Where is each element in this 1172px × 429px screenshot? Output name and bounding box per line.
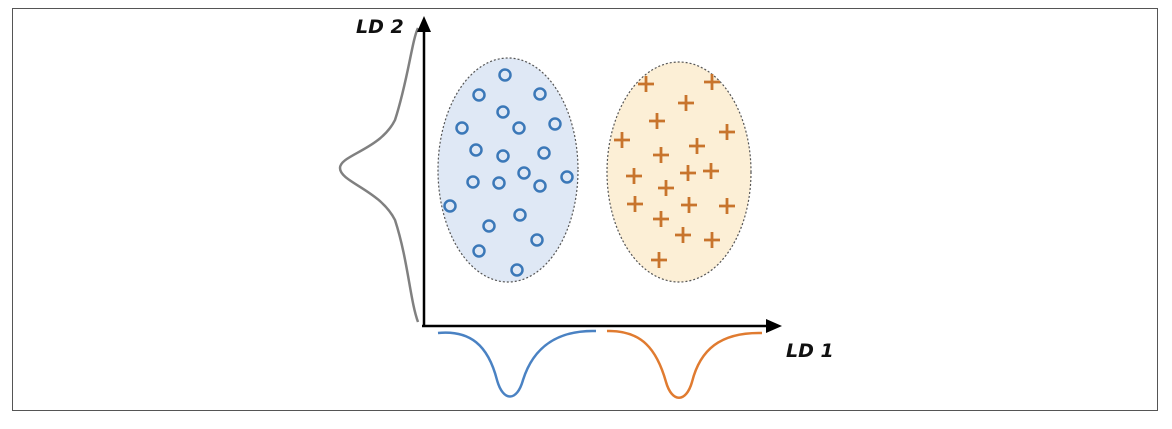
class2-ellipse bbox=[606, 61, 752, 283]
class1-ellipse bbox=[437, 57, 579, 283]
plus-marker-icon bbox=[649, 113, 665, 129]
circle-marker-icon bbox=[496, 105, 510, 119]
plus-marker-icon bbox=[719, 124, 735, 140]
circle-marker-icon bbox=[560, 170, 574, 184]
plus-marker-icon bbox=[653, 211, 669, 227]
plus-marker-icon bbox=[638, 76, 654, 92]
circle-marker-icon bbox=[492, 176, 506, 190]
x-axis-label: LD 1 bbox=[786, 340, 834, 362]
plus-marker-icon bbox=[675, 227, 691, 243]
circle-marker-icon bbox=[498, 68, 512, 82]
y-axis-label: LD 2 bbox=[356, 16, 404, 38]
plus-marker-icon bbox=[658, 180, 674, 196]
x-axis-arrow-icon bbox=[766, 319, 782, 333]
ld1-projection-curve-class2 bbox=[606, 329, 763, 399]
circle-marker-icon bbox=[482, 219, 496, 233]
class1-points bbox=[443, 68, 574, 277]
plus-marker-icon bbox=[626, 168, 642, 184]
y-axis-arrow-icon bbox=[417, 16, 431, 32]
plus-marker-icon bbox=[704, 74, 720, 90]
plus-marker-icon bbox=[651, 252, 667, 268]
circle-marker-icon bbox=[472, 244, 486, 258]
circle-marker-icon bbox=[472, 88, 486, 102]
circle-marker-icon bbox=[513, 208, 527, 222]
circle-marker-icon bbox=[517, 166, 531, 180]
plus-marker-icon bbox=[680, 165, 696, 181]
circle-marker-icon bbox=[512, 121, 526, 135]
circle-marker-icon bbox=[533, 87, 547, 101]
circle-marker-icon bbox=[537, 146, 551, 160]
circle-marker-icon bbox=[443, 199, 457, 213]
class2-points bbox=[614, 74, 735, 268]
plus-marker-icon bbox=[719, 198, 735, 214]
plus-marker-icon bbox=[678, 95, 694, 111]
plus-marker-icon bbox=[704, 232, 720, 248]
diagram-frame bbox=[12, 8, 1158, 411]
circle-marker-icon bbox=[510, 263, 524, 277]
circle-marker-icon bbox=[455, 121, 469, 135]
plus-marker-icon bbox=[703, 163, 719, 179]
circle-marker-icon bbox=[548, 117, 562, 131]
ld1-projection-curve-class1 bbox=[437, 329, 597, 398]
plus-marker-icon bbox=[653, 147, 669, 163]
plus-marker-icon bbox=[689, 138, 705, 154]
plus-marker-icon bbox=[614, 132, 630, 148]
plus-marker-icon bbox=[627, 196, 643, 212]
circle-marker-icon bbox=[530, 233, 544, 247]
circle-marker-icon bbox=[533, 179, 547, 193]
circle-marker-icon bbox=[469, 143, 483, 157]
plus-marker-icon bbox=[681, 197, 697, 213]
ld2-projection-curve bbox=[338, 27, 420, 323]
circle-marker-icon bbox=[466, 175, 480, 189]
circle-marker-icon bbox=[496, 149, 510, 163]
